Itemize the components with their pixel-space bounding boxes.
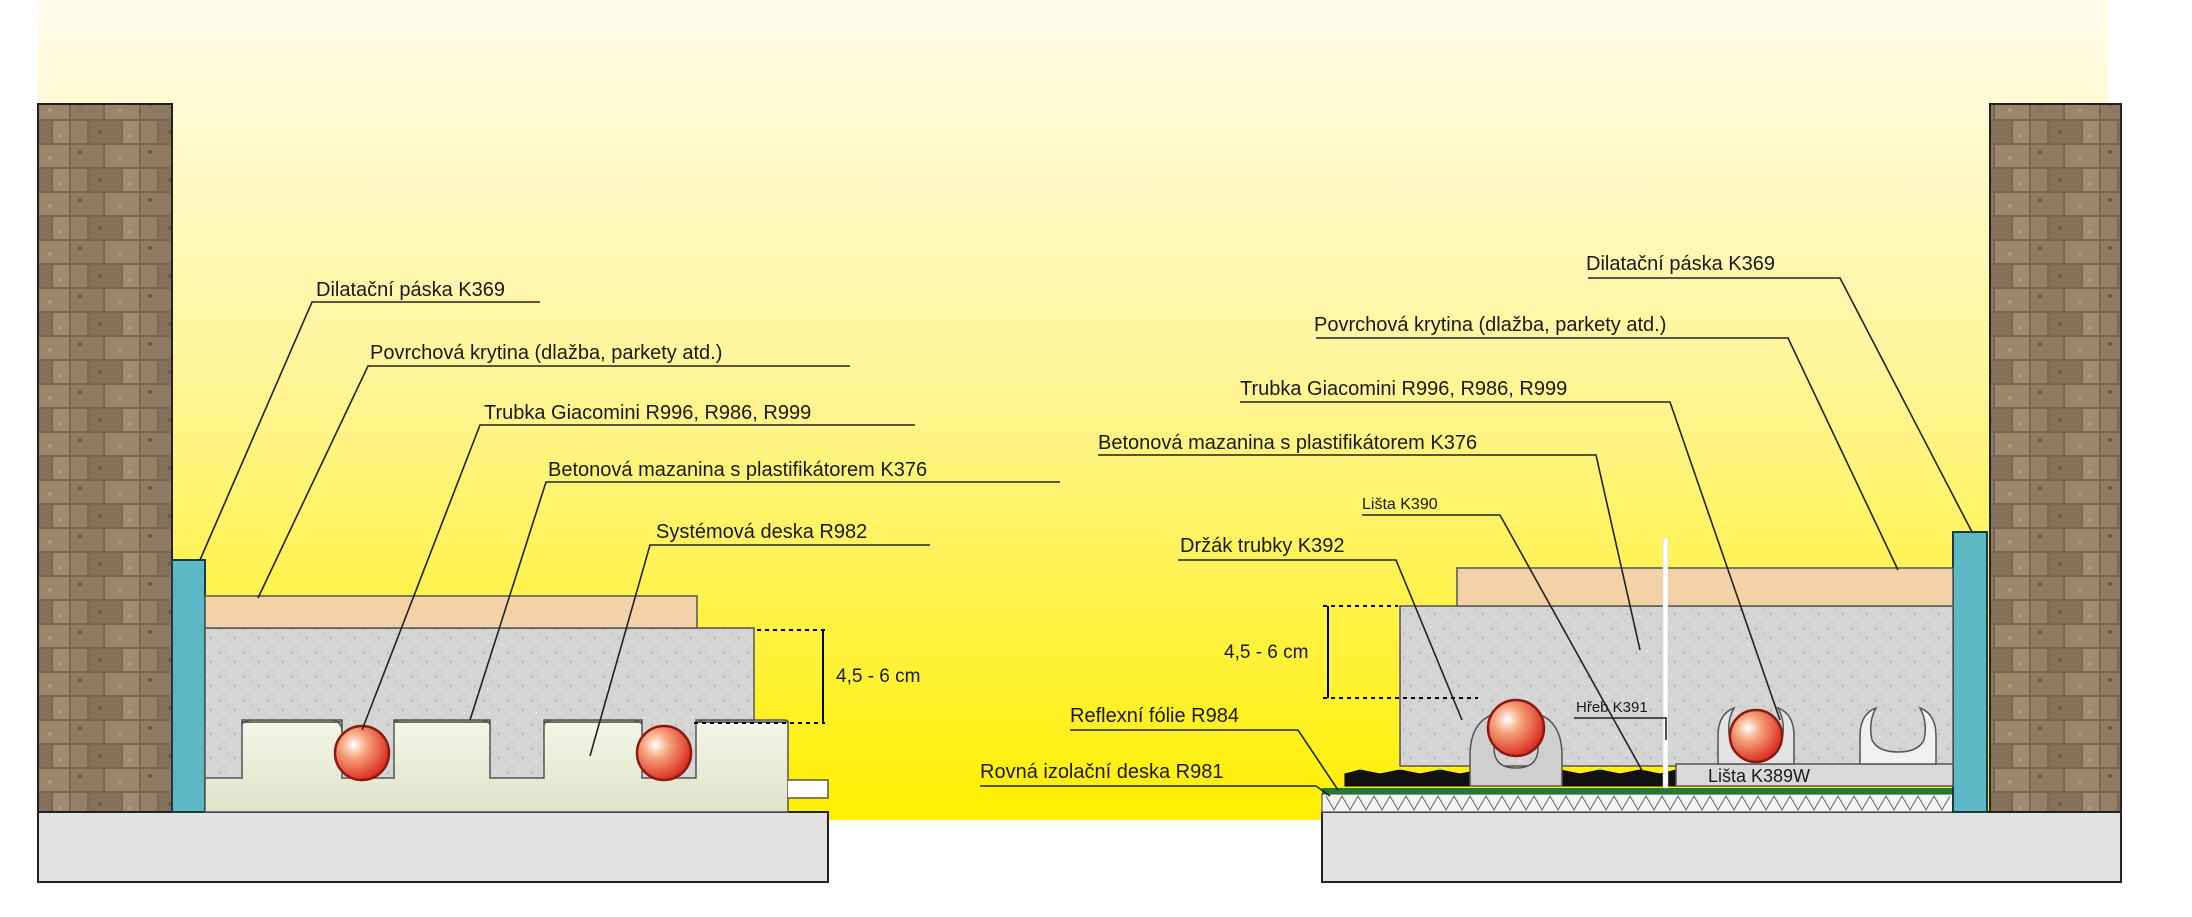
left-label-trubka: Trubka Giacomini R996, R986, R999 bbox=[484, 402, 811, 424]
right-label-trubka: Trubka Giacomini R996, R986, R999 bbox=[1240, 378, 1567, 400]
right-label-hreb: Hřeb K391 bbox=[1576, 699, 1648, 716]
right-dilatation-strip bbox=[1952, 531, 1988, 813]
right-leader-lines bbox=[980, 277, 1973, 797]
left-leader-lines bbox=[199, 301, 1060, 757]
right-pipe-1 bbox=[1486, 698, 1546, 758]
right-clip-2 bbox=[1859, 706, 1937, 765]
right-label-betonova: Betonová mazanina s plastifikátorem K376 bbox=[1098, 432, 1477, 454]
right-label-povrchova: Povrchová krytina (dlažba, parkety atd.) bbox=[1314, 314, 1666, 336]
left-dimension-label: 4,5 - 6 cm bbox=[836, 666, 920, 687]
left-dilatation-strip bbox=[171, 559, 206, 813]
right-nail-k391 bbox=[1662, 537, 1669, 789]
left-brick-wall bbox=[37, 103, 173, 813]
left-floor-covering bbox=[204, 595, 698, 629]
left-label-povrchova: Povrchová krytina (dlažba, parkety atd.) bbox=[370, 342, 722, 364]
left-label-dilatacni: Dilatační páska K369 bbox=[316, 279, 505, 301]
left-label-systemova: Systémová deska R982 bbox=[656, 521, 867, 543]
left-dimension-marker bbox=[694, 629, 825, 724]
right-label-dilatacni: Dilatační páska K369 bbox=[1586, 253, 1775, 275]
right-label-rovna: Rovná izolační deska R981 bbox=[980, 761, 1223, 783]
right-rail-k389w bbox=[1675, 763, 1954, 787]
left-pipe-1 bbox=[333, 724, 391, 782]
left-ground-slab bbox=[37, 811, 829, 883]
right-label-drzak: Držák trubky K392 bbox=[1180, 535, 1345, 557]
right-reflective-foil bbox=[1322, 788, 1953, 794]
right-ground-slab bbox=[1321, 811, 2122, 883]
right-insulation-pattern bbox=[1325, 794, 1951, 812]
right-label-lista-k390: Lišta K390 bbox=[1362, 496, 1438, 513]
right-label-reflexni: Reflexní fólie R984 bbox=[1070, 705, 1239, 727]
left-pipe-2 bbox=[635, 724, 693, 782]
right-label-lista-k389w: Lišta K389W bbox=[1708, 766, 1810, 786]
right-pipe-2 bbox=[1728, 708, 1784, 764]
right-dimension-label: 4,5 - 6 cm bbox=[1224, 642, 1308, 663]
right-brick-wall bbox=[1989, 103, 2122, 813]
right-floor-covering bbox=[1456, 567, 1954, 607]
left-label-betonova: Betonová mazanina s plastifikátorem K376 bbox=[548, 459, 927, 481]
